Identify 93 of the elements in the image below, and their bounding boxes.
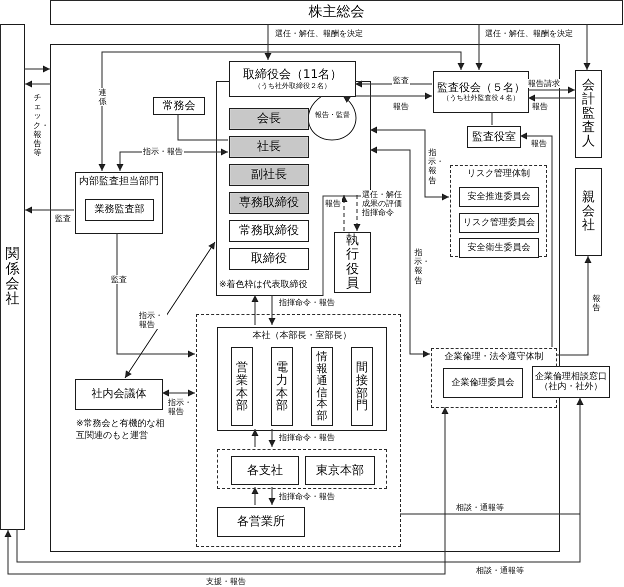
- edge-label: 選任・解任成果の評価指揮命令: [361, 190, 404, 218]
- arrow: [24, 66, 50, 72]
- edge-label: 報告: [324, 199, 342, 208]
- org-box: 監査役室: [467, 126, 521, 148]
- dashed-frame: [196, 314, 401, 547]
- org-box: 各営業所: [217, 507, 305, 537]
- arrow: [124, 242, 216, 378]
- edge-label: 報告: [392, 102, 410, 112]
- edge-label: 監査: [110, 275, 128, 284]
- group-title: 企業倫理・法令遵守体制: [444, 352, 544, 362]
- org-box: 各支社: [231, 456, 299, 485]
- org-box: 親会社: [575, 168, 602, 256]
- org-box: 株主総会: [50, 0, 623, 25]
- group-title: 内部監査担当部門: [78, 176, 160, 188]
- org-box: 業務監査部: [85, 199, 154, 221]
- edge-label: 報告: [531, 102, 549, 112]
- arrow: [268, 428, 276, 448]
- org-box: リスク管理委員会: [459, 213, 539, 233]
- connector-line: [178, 114, 228, 140]
- org-box: 安全推進委員会: [459, 187, 539, 207]
- org-box: 執行役員: [334, 232, 371, 293]
- org-box: 安全衛生委員会: [459, 238, 539, 258]
- arrow: [584, 24, 590, 70]
- dashed-frame: [217, 449, 387, 489]
- arrow: [252, 428, 258, 448]
- org-box: 会長: [229, 108, 309, 130]
- arrow: [16, 398, 584, 562]
- arrow: [340, 194, 348, 232]
- org-box: 営業本部: [231, 347, 253, 426]
- edge-label: 監査: [392, 76, 410, 86]
- edge-label: 報告請求: [527, 79, 561, 88]
- box-title: 監査役会（５名）: [437, 82, 525, 94]
- arrow: [354, 194, 360, 232]
- org-box: 企業倫理委員会: [443, 368, 523, 398]
- edge-label: 選任・解任、報酬を決定: [484, 29, 574, 38]
- arrow: [528, 94, 576, 102]
- arrow: [268, 486, 276, 506]
- org-box: 専務取締役: [229, 192, 309, 214]
- edge-label: 報告: [591, 294, 602, 312]
- arrow: [98, 52, 464, 172]
- org-box: 東京本部: [305, 456, 375, 485]
- edge-label: 指示・報告: [142, 147, 184, 156]
- loop-arrow: [308, 96, 356, 140]
- group-title: リスク管理体制: [466, 169, 531, 180]
- arrow: [4, 406, 448, 574]
- arrow: [354, 80, 432, 88]
- arrow: [162, 390, 196, 396]
- org-box: 間接部門: [351, 347, 373, 426]
- group-frame: [75, 172, 163, 234]
- dashed-frame: [450, 165, 547, 257]
- edge-label: 指揮命令・報告: [278, 492, 336, 502]
- arrow: [476, 24, 482, 70]
- box-title: 取締役会（11名）: [242, 68, 342, 82]
- edge-label: 指揮命令・報告: [278, 298, 336, 308]
- group-frame: [217, 327, 387, 431]
- arrow: [252, 294, 258, 326]
- org-box: 電力本部: [271, 347, 293, 426]
- arrow: [354, 92, 432, 100]
- arrow: [268, 294, 276, 326]
- edge-label: 監査: [54, 214, 72, 224]
- org-box: [229, 61, 356, 97]
- arrow: [370, 126, 450, 200]
- org-box: 常務取締役: [229, 220, 309, 242]
- note-text: ※常務会と有機的な相互関連のもと運営: [76, 419, 166, 442]
- arrow: [24, 80, 50, 88]
- arrow: [528, 86, 576, 94]
- org-box: 関係会社: [0, 24, 25, 530]
- org-box: [433, 71, 529, 113]
- edge-label: 選任・解任、報酬を決定: [274, 29, 364, 38]
- org-box: 常務会: [153, 97, 205, 115]
- org-box: 副社長: [229, 164, 309, 186]
- arrow: [370, 146, 430, 358]
- note-text: ※着色枠は代表取締役: [219, 280, 308, 290]
- org-box: 情報通信本部: [311, 347, 333, 426]
- box-title: 社内会議体: [92, 388, 146, 401]
- arrow: [264, 24, 272, 60]
- edge-label: 連係: [97, 88, 108, 106]
- arrow: [520, 132, 552, 348]
- edge-label: 相談・通報等: [475, 566, 525, 576]
- org-box: 社長: [229, 136, 309, 158]
- edge-label: 支援・報告: [205, 577, 247, 586]
- org-box: 会計監査人: [575, 70, 602, 158]
- org-box: 企業倫理相談窓口（社内・社外）: [532, 366, 610, 398]
- edge-label: 報告: [530, 139, 548, 148]
- arrow: [556, 256, 592, 356]
- arrow: [24, 206, 74, 214]
- arrow: [116, 232, 196, 358]
- org-box: 取締役: [229, 248, 309, 270]
- edge-label: 相談・通報等: [455, 503, 505, 512]
- edge-label: 指揮命令・報告: [278, 433, 336, 442]
- group-title: 本社（本部長・室部長）: [252, 331, 352, 342]
- edge-label: 指示・報告: [138, 311, 167, 330]
- arrow: [252, 486, 258, 506]
